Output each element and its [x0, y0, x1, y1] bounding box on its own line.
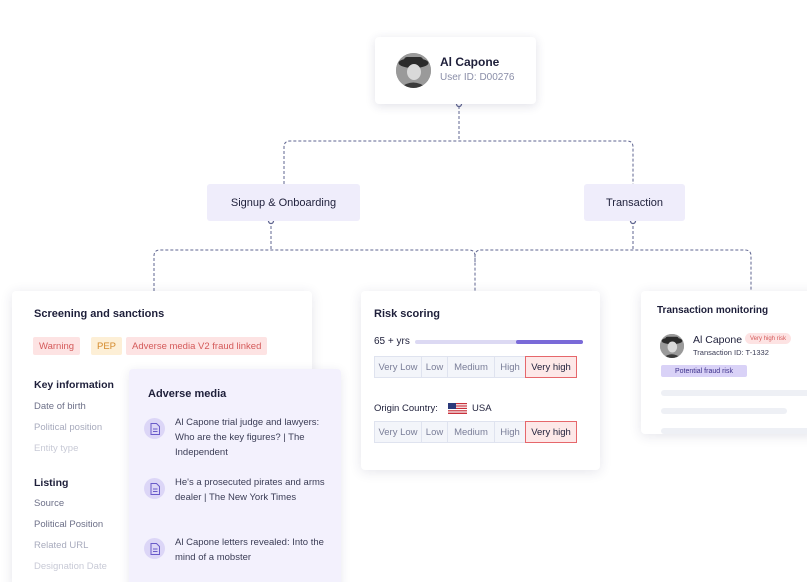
- adverse-media-item-text: Al Capone trial judge and lawyers: Who a…: [175, 417, 320, 458]
- field-political-position: Political position: [34, 422, 103, 433]
- usa-flag-icon: [448, 403, 467, 414]
- user-id: User ID: D00276: [440, 72, 515, 83]
- user-card[interactable]: Al Capone User ID: D00276: [375, 37, 536, 104]
- field-related-url: Related URL: [34, 540, 89, 551]
- placeholder-line: [661, 408, 787, 414]
- screening-title: Screening and sanctions: [34, 308, 165, 320]
- key-information-heading: Key information: [34, 379, 114, 391]
- listing-heading: Listing: [34, 477, 69, 489]
- chip-adverse-media: Adverse media V2 fraud linked: [126, 337, 268, 355]
- risk-scoring-title: Risk scoring: [374, 308, 441, 320]
- document-icon: [144, 478, 165, 499]
- connector-trans-branch: [474, 249, 752, 291]
- transaction-id: Transaction ID: T-1332: [693, 348, 769, 357]
- origin-level-very-low[interactable]: Very Low: [375, 422, 422, 442]
- adverse-media-title: Adverse media: [148, 388, 227, 400]
- chip-warning: Warning: [33, 337, 81, 355]
- risk-badge: Very high risk: [745, 333, 792, 344]
- origin-country-value: USA: [472, 403, 492, 414]
- age-label: 65 + yrs: [374, 336, 410, 347]
- transaction-monitoring-title: Transaction monitoring: [657, 305, 769, 316]
- adverse-media-item-text: He's a prosecuted pirates and arms deale…: [175, 477, 325, 503]
- adverse-media-item[interactable]: He's a prosecuted pirates and arms deale…: [144, 475, 334, 523]
- placeholder-line: [661, 390, 807, 396]
- field-designation-date: Designation Date: [34, 561, 107, 572]
- category-transaction[interactable]: Transaction: [584, 184, 685, 221]
- category-signup-onboarding[interactable]: Signup & Onboarding: [207, 184, 360, 221]
- document-icon: [144, 418, 165, 439]
- document-icon: [144, 538, 165, 559]
- adverse-media-panel: Adverse media Al Capone trial judge and …: [129, 369, 341, 582]
- connector-signup-branch: [153, 249, 476, 291]
- age-level-medium[interactable]: Medium: [448, 357, 495, 377]
- age-level-very-high[interactable]: Very high: [525, 356, 577, 378]
- user-avatar: [396, 53, 431, 88]
- adverse-media-item[interactable]: Al Capone trial judge and lawyers: Who a…: [144, 415, 334, 463]
- origin-level-medium[interactable]: Medium: [448, 422, 495, 442]
- user-name: Al Capone: [440, 55, 500, 69]
- age-level-high[interactable]: High: [495, 357, 526, 377]
- origin-level-very-high[interactable]: Very high: [525, 421, 577, 443]
- age-risk-bar: [415, 340, 583, 344]
- age-level-very-low[interactable]: Very Low: [375, 357, 422, 377]
- age-risk-bar-fill: [516, 340, 583, 344]
- adverse-media-item[interactable]: Al Capone letters revealed: Into the min…: [144, 535, 334, 569]
- origin-country-label: Origin Country:: [374, 403, 438, 414]
- placeholder-line: [661, 428, 807, 434]
- transaction-user-name: Al Capone: [693, 334, 743, 346]
- transaction-monitoring-card: Transaction monitoring Al Capone Very hi…: [641, 291, 807, 434]
- chip-pep: PEP: [91, 337, 123, 355]
- origin-level-low[interactable]: Low: [422, 422, 448, 442]
- origin-level-high[interactable]: High: [495, 422, 526, 442]
- age-level-low[interactable]: Low: [422, 357, 448, 377]
- field-listing-political-position: Political Position: [34, 519, 104, 530]
- adverse-media-item-text: Al Capone letters revealed: Into the min…: [175, 537, 324, 563]
- transaction-avatar: [660, 334, 684, 358]
- field-source: Source: [34, 498, 65, 509]
- fraud-risk-chip: Potential fraud risk: [661, 365, 747, 377]
- field-date-of-birth: Date of birth: [34, 401, 86, 412]
- field-entity-type: Entity type: [34, 443, 79, 454]
- connector-root-branch: [283, 140, 634, 184]
